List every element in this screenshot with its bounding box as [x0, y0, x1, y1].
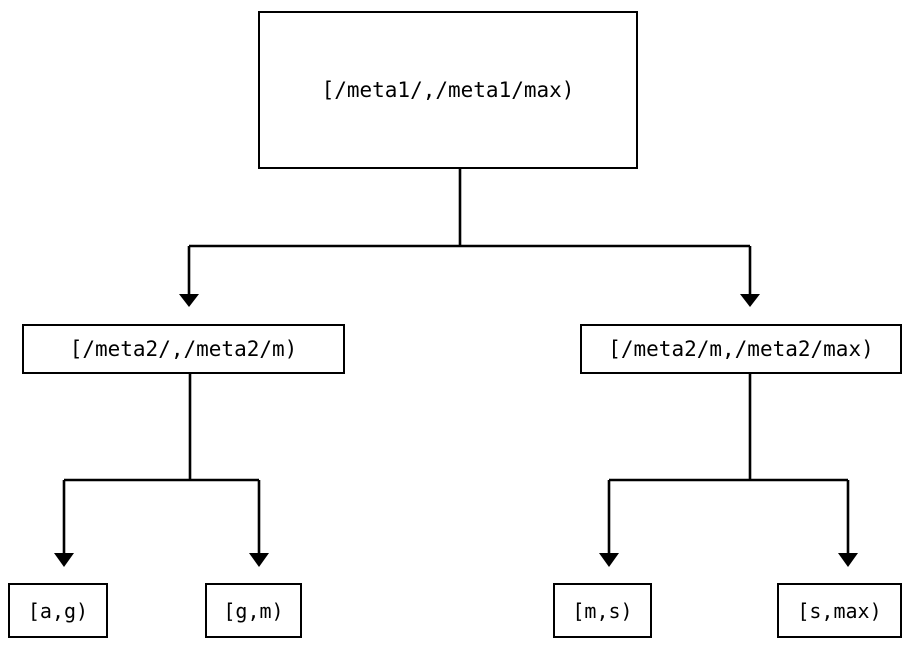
node-leaf-smax: [s,max): [777, 583, 902, 638]
edge-root-to-mid-left: [179, 246, 199, 307]
node-leaf-ms: [m,s): [553, 583, 652, 638]
node-leaf-smax-label: [s,max): [797, 598, 882, 623]
node-mid-left-label: [/meta2/,/meta2/m): [69, 336, 298, 361]
node-mid-right-label: [/meta2/m,/meta2/max): [608, 336, 874, 361]
node-root: [/meta1/,/meta1/max): [258, 11, 638, 169]
edge-root-to-midlevel: [189, 169, 750, 248]
node-mid-right: [/meta2/m,/meta2/max): [580, 324, 902, 374]
edge-midleft-to-leaf-ag: [54, 480, 74, 567]
node-leaf-ag: [a,g): [8, 583, 108, 638]
node-mid-left: [/meta2/,/meta2/m): [22, 324, 345, 374]
edge-midright-to-leafbus: [609, 374, 848, 482]
edge-midleft-to-leaf-gm: [249, 480, 269, 567]
edge-midright-to-leaf-smax: [838, 480, 858, 567]
node-leaf-gm-label: [g,m): [223, 598, 284, 623]
edge-midleft-to-leafbus: [64, 374, 259, 482]
node-root-label: [/meta1/,/meta1/max): [321, 77, 575, 102]
node-leaf-ag-label: [a,g): [27, 598, 89, 623]
edge-root-to-mid-right: [740, 246, 760, 307]
node-leaf-ms-label: [m,s): [572, 598, 633, 623]
edge-midright-to-leaf-ms: [599, 480, 619, 567]
node-leaf-gm: [g,m): [205, 583, 302, 638]
